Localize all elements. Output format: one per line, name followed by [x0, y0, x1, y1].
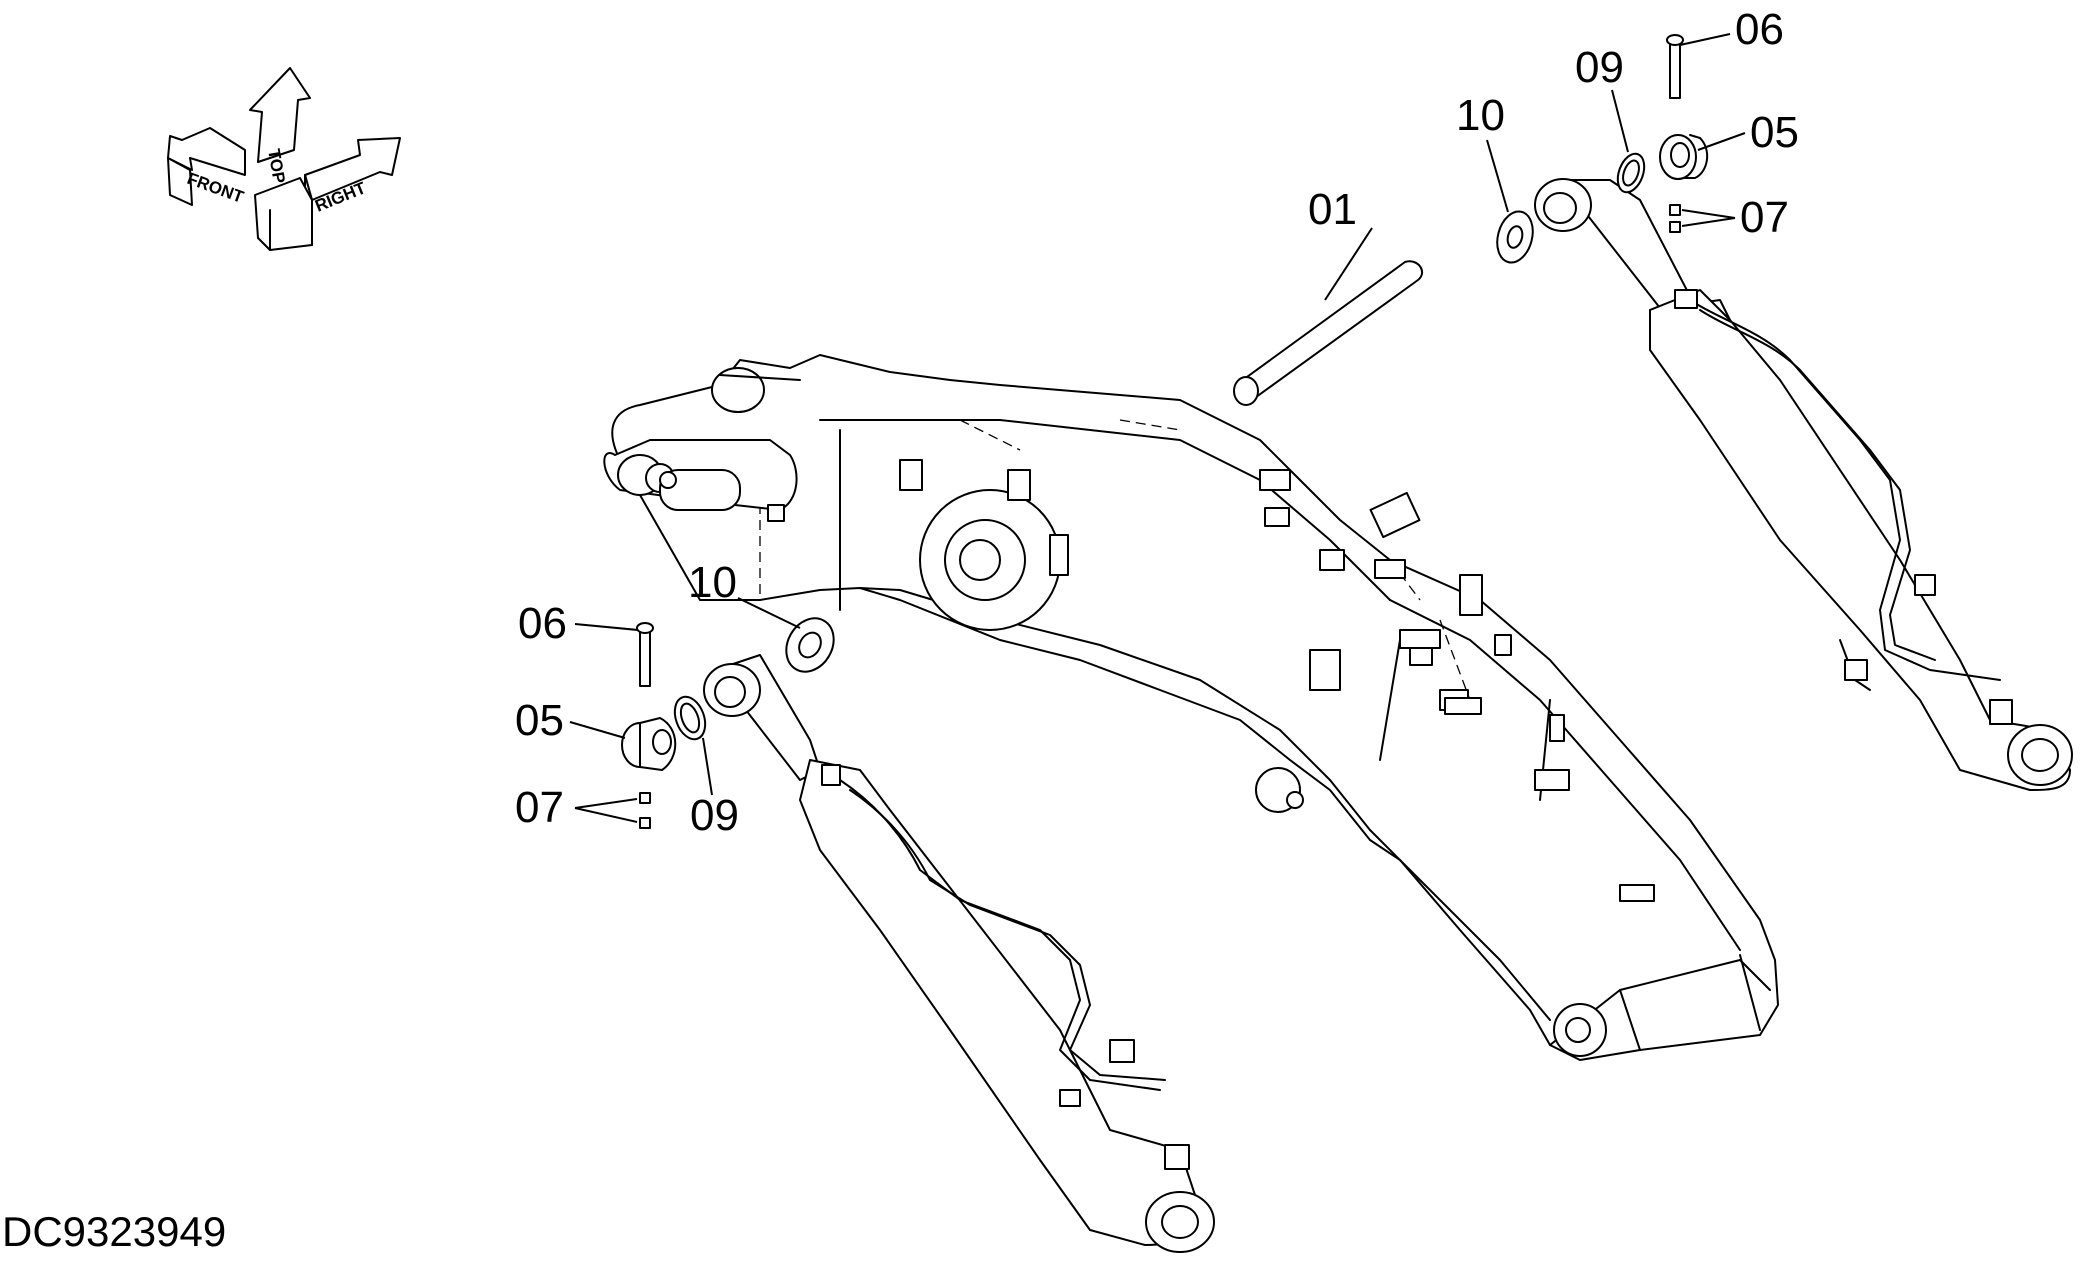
- orientation-symbol: FRONT TOP RIGHT: [167, 67, 401, 251]
- right-boom-cylinder: [1534, 178, 2073, 791]
- label-washer-10-right: 10: [1456, 91, 1505, 140]
- label-ring-09-left: 09: [690, 791, 739, 840]
- label-collar-05-left: 05: [515, 696, 564, 745]
- boom-brackets: [899, 459, 1655, 902]
- orientation-front-label: FRONT: [185, 169, 247, 207]
- label-bolt-06-left: 06: [518, 599, 567, 648]
- label-nuts-07-left: 07: [515, 783, 564, 832]
- right-hardware: [1486, 33, 1746, 264]
- boom-assembly: [603, 354, 1779, 1061]
- left-boom-cylinder: [703, 654, 1215, 1253]
- label-pin-01: 01: [1308, 185, 1357, 234]
- label-collar-05-right: 05: [1750, 108, 1799, 157]
- label-washer-10-left: 10: [688, 558, 737, 607]
- pin-01: [1233, 227, 1424, 406]
- drawing-code: DC9323949: [2, 1208, 227, 1255]
- label-ring-09-right: 09: [1575, 43, 1624, 92]
- left-hardware: [569, 597, 835, 829]
- label-nuts-07-right: 07: [1740, 193, 1789, 242]
- label-bolt-06-right: 06: [1735, 5, 1784, 54]
